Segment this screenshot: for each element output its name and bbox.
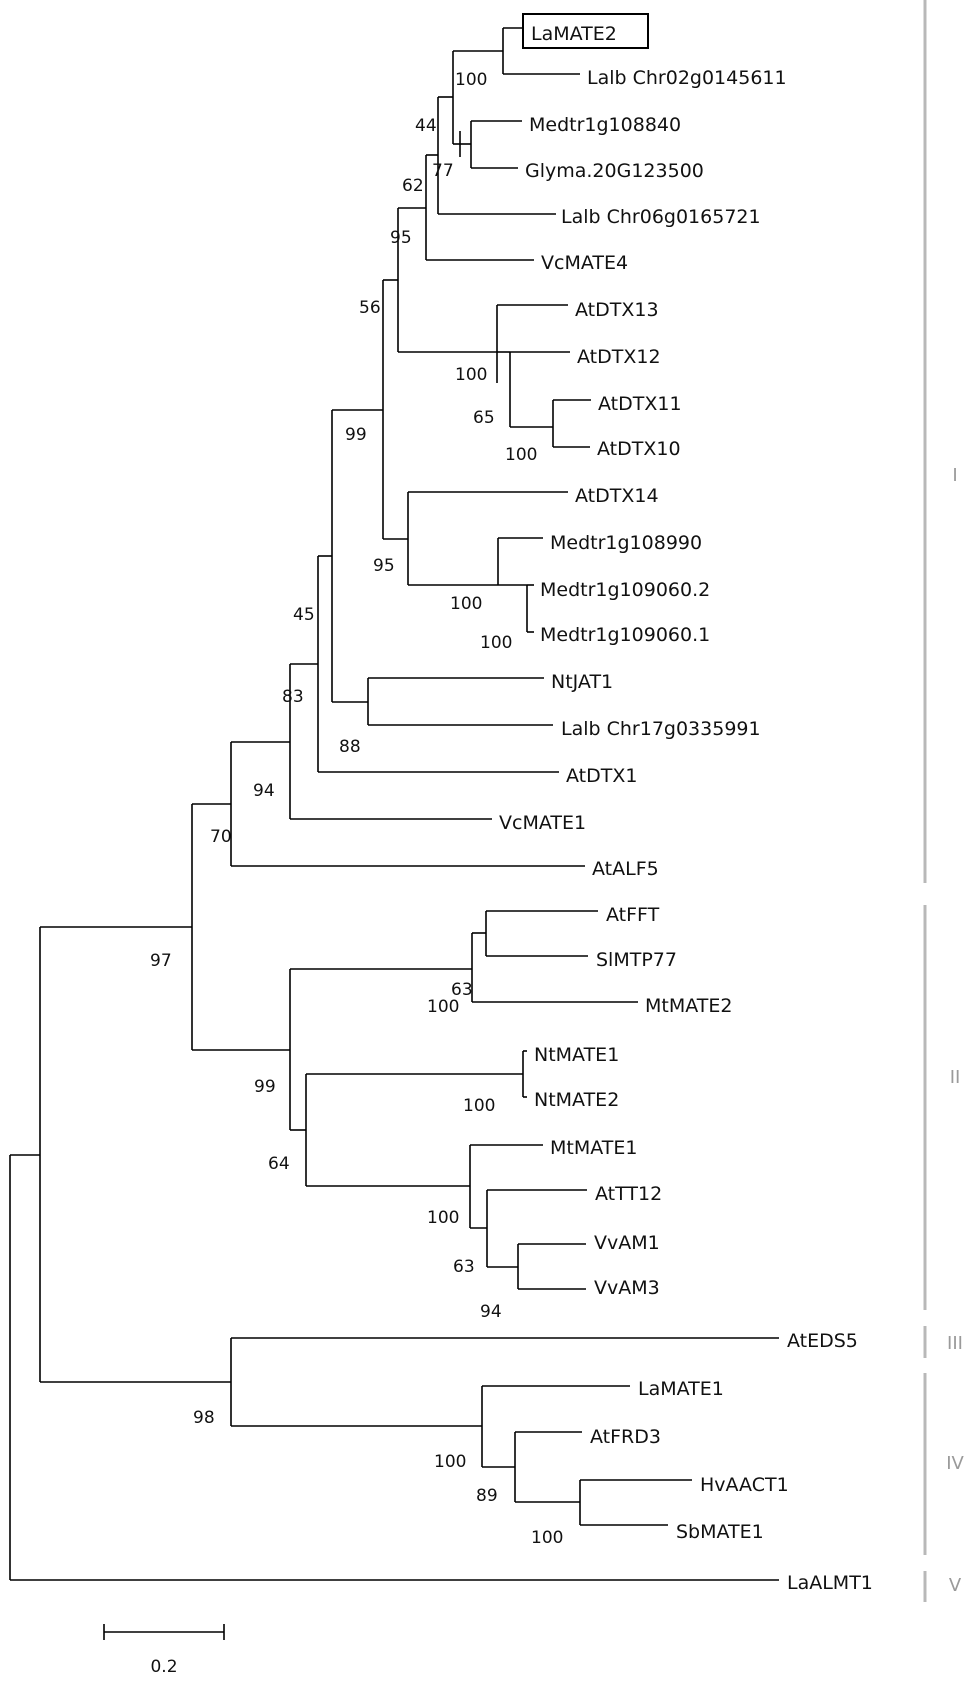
taxon-label-laalmt1: LaALMT1 <box>787 1572 873 1594</box>
bootstrap-value: 100 <box>463 1096 495 1116</box>
taxon-label-ntmate1: NtMATE1 <box>534 1044 619 1066</box>
taxon-label-ateds5: AtEDS5 <box>787 1330 858 1352</box>
taxon-label-atdtx12: AtDTX12 <box>577 346 661 368</box>
bootstrap-value: 100 <box>531 1528 563 1548</box>
taxon-label-hvaact1: HvAACT1 <box>700 1474 789 1496</box>
taxon-label-atdtx1: AtDTX1 <box>566 765 637 787</box>
taxon-label-sbmate1: SbMATE1 <box>676 1521 764 1543</box>
taxon-label-glyma: Glyma.20G123500 <box>525 160 704 182</box>
bootstrap-value: 100 <box>455 70 487 90</box>
taxon-label-atfrd3: AtFRD3 <box>590 1426 661 1448</box>
bootstrap-value: 77 <box>432 161 454 181</box>
bootstrap-value: 100 <box>505 445 537 465</box>
taxon-label-medtr-108840: Medtr1g108840 <box>529 114 681 136</box>
tree-branches <box>9 27 779 1581</box>
clade-annotations: I II III IV V <box>923 0 964 1602</box>
bootstrap-value: 56 <box>359 298 381 318</box>
taxon-label-lamate2: LaMATE2 <box>531 23 617 45</box>
taxon-label-slmtp77: SlMTP77 <box>596 949 677 971</box>
lamate2-highlight-box <box>522 13 649 49</box>
taxon-label-ntjat1: NtJAT1 <box>551 671 613 693</box>
taxon-label-mtmate1: MtMATE1 <box>550 1137 637 1159</box>
bootstrap-value: 88 <box>339 737 361 757</box>
bootstrap-value: 62 <box>402 176 424 196</box>
taxon-label-medtr-109060-2: Medtr1g109060.2 <box>540 579 710 601</box>
taxon-label-ntmate2: NtMATE2 <box>534 1089 619 1111</box>
bootstrap-value: 95 <box>390 228 412 248</box>
bootstrap-value: 45 <box>293 605 315 625</box>
bootstrap-value: 98 <box>193 1408 215 1428</box>
bootstrap-value: 100 <box>427 997 459 1017</box>
clade-label-iv: IV <box>946 1453 964 1474</box>
bootstrap-value: 99 <box>345 425 367 445</box>
clade-label-i: I <box>952 465 957 486</box>
taxon-label-lalb-chr17: Lalb Chr17g0335991 <box>561 718 761 740</box>
taxon-label-lalb-chr02: Lalb Chr02g0145611 <box>587 67 787 89</box>
taxon-label-lalb-chr06: Lalb Chr06g0165721 <box>561 206 761 228</box>
taxon-label-vvam3: VvAM3 <box>594 1277 660 1299</box>
bootstrap-values: 100 44 77 62 95 56 100 65 100 99 95 100 … <box>150 70 563 1548</box>
taxon-label-atalf5: AtALF5 <box>592 858 659 880</box>
taxon-label-vcmate4: VcMATE4 <box>541 252 628 274</box>
bootstrap-value: 100 <box>427 1208 459 1228</box>
bootstrap-value: 94 <box>253 781 275 801</box>
bootstrap-value: 100 <box>480 633 512 653</box>
clade-label-v: V <box>949 1575 962 1596</box>
bootstrap-value: 65 <box>473 408 495 428</box>
bootstrap-value: 83 <box>282 687 304 707</box>
taxon-label-atdtx14: AtDTX14 <box>575 485 659 507</box>
scale-bar: 0.2 <box>103 1624 225 1677</box>
taxon-label-atdtx13: AtDTX13 <box>575 299 659 321</box>
bootstrap-value: 63 <box>453 1257 475 1277</box>
bootstrap-value: 94 <box>480 1302 502 1322</box>
taxon-label-lamate1: LaMATE1 <box>638 1378 724 1400</box>
clade-label-iii: III <box>947 1333 963 1354</box>
bootstrap-value: 99 <box>254 1077 276 1097</box>
taxon-label-attt12: AtTT12 <box>595 1183 662 1205</box>
bootstrap-value: 89 <box>476 1486 498 1506</box>
taxon-label-mtmate2: MtMATE2 <box>645 995 732 1017</box>
taxon-label-atdtx11: AtDTX11 <box>598 393 682 415</box>
bootstrap-value: 64 <box>268 1154 290 1174</box>
bootstrap-value: 100 <box>450 594 482 614</box>
taxon-label-atfft: AtFFT <box>606 904 660 926</box>
taxon-labels: LaMATE2 Lalb Chr02g0145611 Medtr1g108840… <box>499 23 873 1594</box>
scale-bar-label: 0.2 <box>150 1657 177 1677</box>
taxon-label-medtr-108990: Medtr1g108990 <box>550 532 702 554</box>
bootstrap-value: 63 <box>451 980 473 1000</box>
bootstrap-value: 97 <box>150 951 172 971</box>
bootstrap-value: 100 <box>455 365 487 385</box>
taxon-label-vcmate1: VcMATE1 <box>499 812 586 834</box>
taxon-label-vvam1: VvAM1 <box>594 1232 660 1254</box>
taxon-label-atdtx10: AtDTX10 <box>597 438 681 460</box>
clade-label-ii: II <box>950 1067 961 1088</box>
bootstrap-value: 70 <box>210 827 232 847</box>
bootstrap-value: 95 <box>373 556 395 576</box>
taxon-label-medtr-109060-1: Medtr1g109060.1 <box>540 624 710 646</box>
bootstrap-value: 100 <box>434 1452 466 1472</box>
bootstrap-value: 44 <box>415 116 437 136</box>
